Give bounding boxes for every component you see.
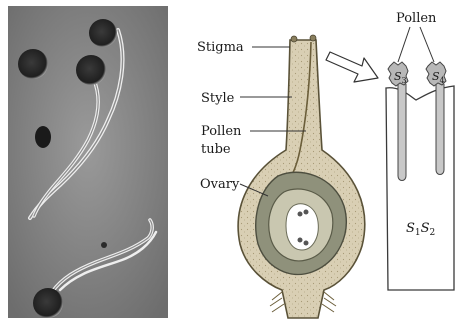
genotype-s1-main: S xyxy=(406,221,415,236)
incompatibility-inset: S3 S4 Pollen S1S2 xyxy=(386,11,454,290)
label-pollen-tube: Pollen tube xyxy=(201,124,246,157)
label-style: Style xyxy=(201,91,235,106)
egg-nucleus xyxy=(304,210,309,215)
inset-pollen-tube-right xyxy=(436,84,444,175)
debris xyxy=(101,242,107,248)
egg-nucleus xyxy=(298,212,303,217)
leader-pollen-right xyxy=(420,27,434,62)
pollen-grain xyxy=(33,288,63,318)
genotype-s2-sub: 2 xyxy=(430,228,436,238)
polar-nucleus xyxy=(298,238,303,243)
label-ovary: Ovary xyxy=(200,177,240,192)
genotype-s2-main: S xyxy=(421,221,430,236)
pistil-diagram: Stigma Style Pollen tube Ovary xyxy=(197,35,365,318)
leader-pollen-left xyxy=(398,27,410,62)
polar-nucleus xyxy=(304,241,309,246)
stigma-papilla xyxy=(310,35,316,41)
debris xyxy=(35,126,51,148)
grain-label-s3-sub: 3 xyxy=(402,76,407,85)
label-pollen-tube-line1: Pollen xyxy=(201,124,242,139)
zoom-arrow xyxy=(326,52,378,82)
grain-label-s4-sub: 4 xyxy=(440,76,445,85)
inset-pollen-tube-left xyxy=(398,84,406,181)
pollen-grain xyxy=(89,19,117,47)
stigma-papilla xyxy=(291,36,297,42)
embryo-sac xyxy=(286,204,318,250)
label-pollen: Pollen xyxy=(396,11,437,26)
label-pollen-tube-line2: tube xyxy=(201,142,231,157)
micrograph xyxy=(8,6,168,318)
pollen-grain xyxy=(18,49,48,79)
pollen-grain xyxy=(76,55,106,85)
label-stigma: Stigma xyxy=(197,40,244,55)
